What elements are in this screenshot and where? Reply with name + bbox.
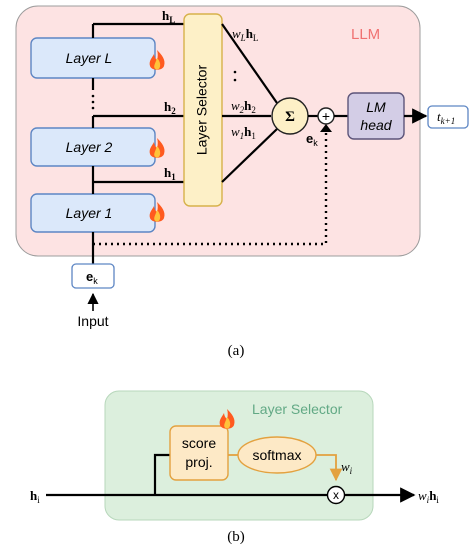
softmax-label: softmax — [252, 447, 301, 463]
caption-b: (b) — [227, 529, 245, 545]
input-embedding-label: ek — [86, 269, 98, 286]
layer-selector-label: Layer Selector — [194, 65, 210, 156]
sum-icon: Σ — [285, 109, 295, 125]
layer-2-label: Layer 2 — [66, 139, 113, 155]
weight-label-l: wLhL — [232, 26, 258, 43]
input-hidden-state: hi — [30, 488, 40, 505]
residual-embedding-label: ek — [306, 131, 318, 148]
caption-a: (a) — [228, 343, 245, 359]
multiply-icon: x — [333, 488, 339, 502]
lm-head-block: LM head — [347, 92, 405, 140]
layer-1-label: Layer 1 — [66, 205, 113, 221]
weight-label: wi — [341, 459, 353, 476]
weight-label-2: w2h2 — [231, 98, 256, 115]
llm-label: LLM — [351, 26, 380, 43]
softmax-node: softmax — [237, 436, 317, 474]
panel-a: LLM Layer L Layer 2 Layer 1 hL — [15, 5, 469, 359]
weighted-output-label: wihi — [418, 488, 439, 505]
layer-selector-block: Layer Selector — [183, 13, 223, 207]
lm-head-line1: LM — [366, 99, 386, 115]
output-token-box: tk+1 — [427, 105, 469, 129]
input-label: Input — [77, 313, 108, 329]
sum-node: Σ — [271, 97, 309, 135]
layer-selector-region-label: Layer Selector — [252, 401, 343, 417]
plus-icon: + — [322, 108, 330, 124]
panel-b: Layer Selector hi score proj. softmax wi… — [30, 390, 439, 545]
plus-node: + — [317, 107, 335, 125]
score-proj-line1: score — [182, 435, 216, 451]
score-proj-block: score proj. — [169, 409, 235, 481]
lm-head-line2: head — [360, 117, 392, 133]
score-proj-line2: proj. — [185, 454, 212, 470]
layer-1-box: Layer 1 — [30, 193, 165, 233]
input-embedding-box: ek — [71, 263, 115, 289]
layer-l-label: Layer L — [66, 50, 113, 66]
weight-label-1: w1h1 — [231, 124, 256, 141]
multiply-node: x — [326, 485, 346, 505]
layer-2-box: Layer 2 — [30, 127, 165, 167]
layer-l-box: Layer L — [30, 37, 165, 79]
output-token-label: tk+1 — [437, 109, 455, 126]
